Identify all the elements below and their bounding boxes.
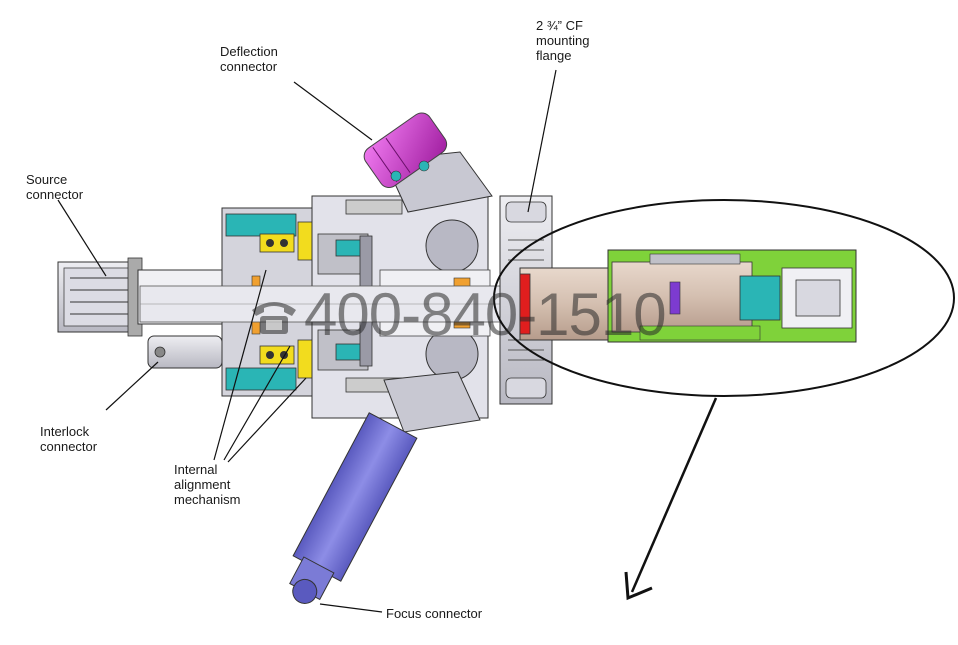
interlock-connector-label: Interlock connector — [40, 424, 97, 454]
label-line: Source — [26, 172, 68, 187]
phone-icon — [252, 302, 296, 334]
label-line: Deflection — [220, 44, 278, 59]
label-line: connector — [26, 187, 84, 202]
label-line: 2 ¾” CF — [536, 18, 583, 33]
deflection-connector-label: Deflection connector — [220, 44, 278, 74]
gun-head-assembly — [519, 249, 857, 343]
interlock-connector-body — [147, 335, 223, 369]
label-line: mechanism — [174, 492, 241, 507]
source-connector-label: Source connector — [26, 172, 83, 202]
focus-connector-body — [289, 371, 481, 604]
label-line: Interlock — [40, 424, 90, 439]
focus-connector-label: Focus connector — [386, 606, 483, 621]
beam-tube — [139, 285, 521, 323]
callout-arrow — [624, 397, 718, 601]
leader-lines — [57, 69, 557, 613]
deflection-connector-body — [363, 112, 493, 213]
alignment-mechanism-label: Internal alignment mechanism — [174, 462, 240, 507]
label-line: alignment — [174, 477, 231, 492]
label-line: mounting — [536, 33, 590, 48]
highlight-oval — [493, 199, 955, 397]
label-line: flange — [536, 48, 572, 63]
watermark-phone-number: 400-840-1510 — [304, 281, 667, 348]
label-line: Internal — [174, 462, 218, 477]
label-line: connector — [220, 59, 278, 74]
flange-label: 2 ¾” CF mounting flange — [536, 18, 589, 63]
label-line: connector — [40, 439, 98, 454]
